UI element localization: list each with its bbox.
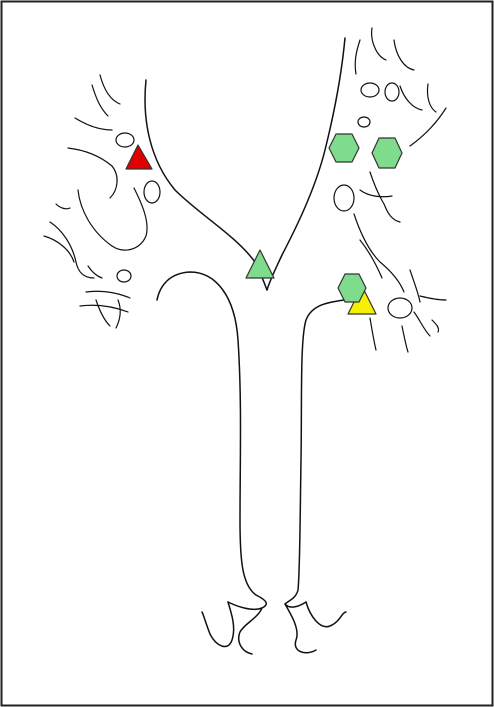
right-dendrites	[333, 27, 447, 353]
stem-left-foot-inner	[238, 607, 263, 655]
left-dendrite-13	[87, 265, 103, 279]
right-vesicle-2	[384, 82, 400, 102]
right-dendrite-2	[393, 39, 415, 71]
green-hexagon-marker-upper-left	[328, 133, 360, 163]
green-hexagon-marker-lower	[337, 273, 367, 303]
left-dendrite-10	[95, 299, 111, 327]
left-dendrite-6	[49, 221, 95, 279]
left-dendrite-2	[91, 84, 109, 117]
left-dendrite-7	[43, 235, 75, 263]
left-dendrite-1	[99, 74, 121, 105]
right-dendrite-3	[354, 39, 361, 75]
stem-right-foot	[305, 601, 347, 628]
red-triangle-marker	[125, 144, 153, 170]
right-arm-outer-edge	[266, 37, 346, 291]
left-dendrites	[43, 74, 161, 329]
right-dendrite-14	[401, 325, 409, 353]
right-vesicle-4	[387, 297, 413, 319]
right-dendrite-9	[353, 213, 405, 293]
green-hexagon-marker-upper-right	[371, 137, 403, 169]
left-dendrite-8	[85, 290, 131, 299]
right-dendrite-15	[369, 317, 377, 351]
right-dendrite-10	[359, 239, 383, 279]
left-vesicle-3	[116, 269, 132, 283]
right-vesicle-3	[333, 184, 355, 212]
right-dendrite-1	[371, 27, 387, 61]
left-dendrite-5	[77, 187, 148, 251]
right-dendrite-16	[431, 319, 440, 333]
stem-left-foot	[201, 601, 235, 648]
right-dendrite-12	[419, 295, 447, 301]
right-dendrite-8	[369, 171, 401, 223]
right-dendrite-11	[409, 269, 421, 303]
right-dendrite-6	[409, 107, 447, 147]
right-vesicle-5	[357, 116, 371, 128]
stem-left-edge	[156, 271, 267, 611]
green-triangle-marker-center	[245, 249, 275, 279]
left-dendrite-4	[67, 147, 118, 199]
right-dendrite-7	[359, 189, 393, 198]
left-dendrite-3	[74, 117, 113, 131]
left-dendrite-12	[55, 203, 71, 210]
left-vesicle-1	[115, 132, 135, 148]
stem-right-foot-inner	[284, 603, 317, 654]
left-dendrite-9	[79, 304, 129, 313]
left-dendrite-11	[115, 299, 121, 329]
right-vesicle-1	[360, 82, 380, 98]
left-vesicle-2	[143, 180, 161, 204]
right-dendrite-13	[413, 311, 431, 337]
right-dendrite-5	[426, 83, 437, 113]
right-dendrite-4	[399, 85, 423, 111]
markers	[125, 133, 403, 315]
